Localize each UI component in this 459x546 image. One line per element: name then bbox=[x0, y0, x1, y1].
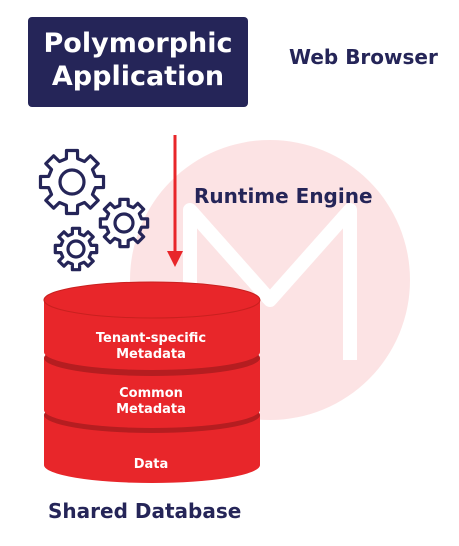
gear-small-icon bbox=[53, 226, 99, 272]
db-label-data: Data bbox=[42, 457, 260, 473]
polymorphic-application-box: Polymorphic Application bbox=[28, 17, 248, 107]
gear-large-icon bbox=[38, 148, 106, 216]
db-label-data-line1: Data bbox=[133, 457, 169, 472]
web-browser-label: Web Browser bbox=[289, 45, 438, 69]
db-label-tenant-line1: Tenant-specific bbox=[95, 331, 207, 346]
db-layer-tenant-metadata bbox=[43, 281, 261, 370]
db-label-tenant-metadata: Tenant-specific Metadata bbox=[42, 331, 260, 363]
down-arrow-icon bbox=[167, 135, 183, 267]
db-label-common-line2: Metadata bbox=[116, 402, 186, 417]
gears-icon bbox=[38, 148, 150, 272]
db-label-tenant-line2: Metadata bbox=[116, 347, 186, 362]
gear-medium-icon bbox=[98, 197, 150, 249]
db-label-common-metadata: Common Metadata bbox=[42, 386, 260, 418]
app-box-line2: Application bbox=[51, 61, 225, 92]
shared-database-caption: Shared Database bbox=[48, 499, 242, 523]
runtime-engine-label: Runtime Engine bbox=[194, 184, 373, 208]
shared-database-cylinder bbox=[43, 281, 261, 483]
app-box-line1: Polymorphic bbox=[43, 28, 233, 59]
db-label-common-line1: Common bbox=[119, 386, 183, 401]
